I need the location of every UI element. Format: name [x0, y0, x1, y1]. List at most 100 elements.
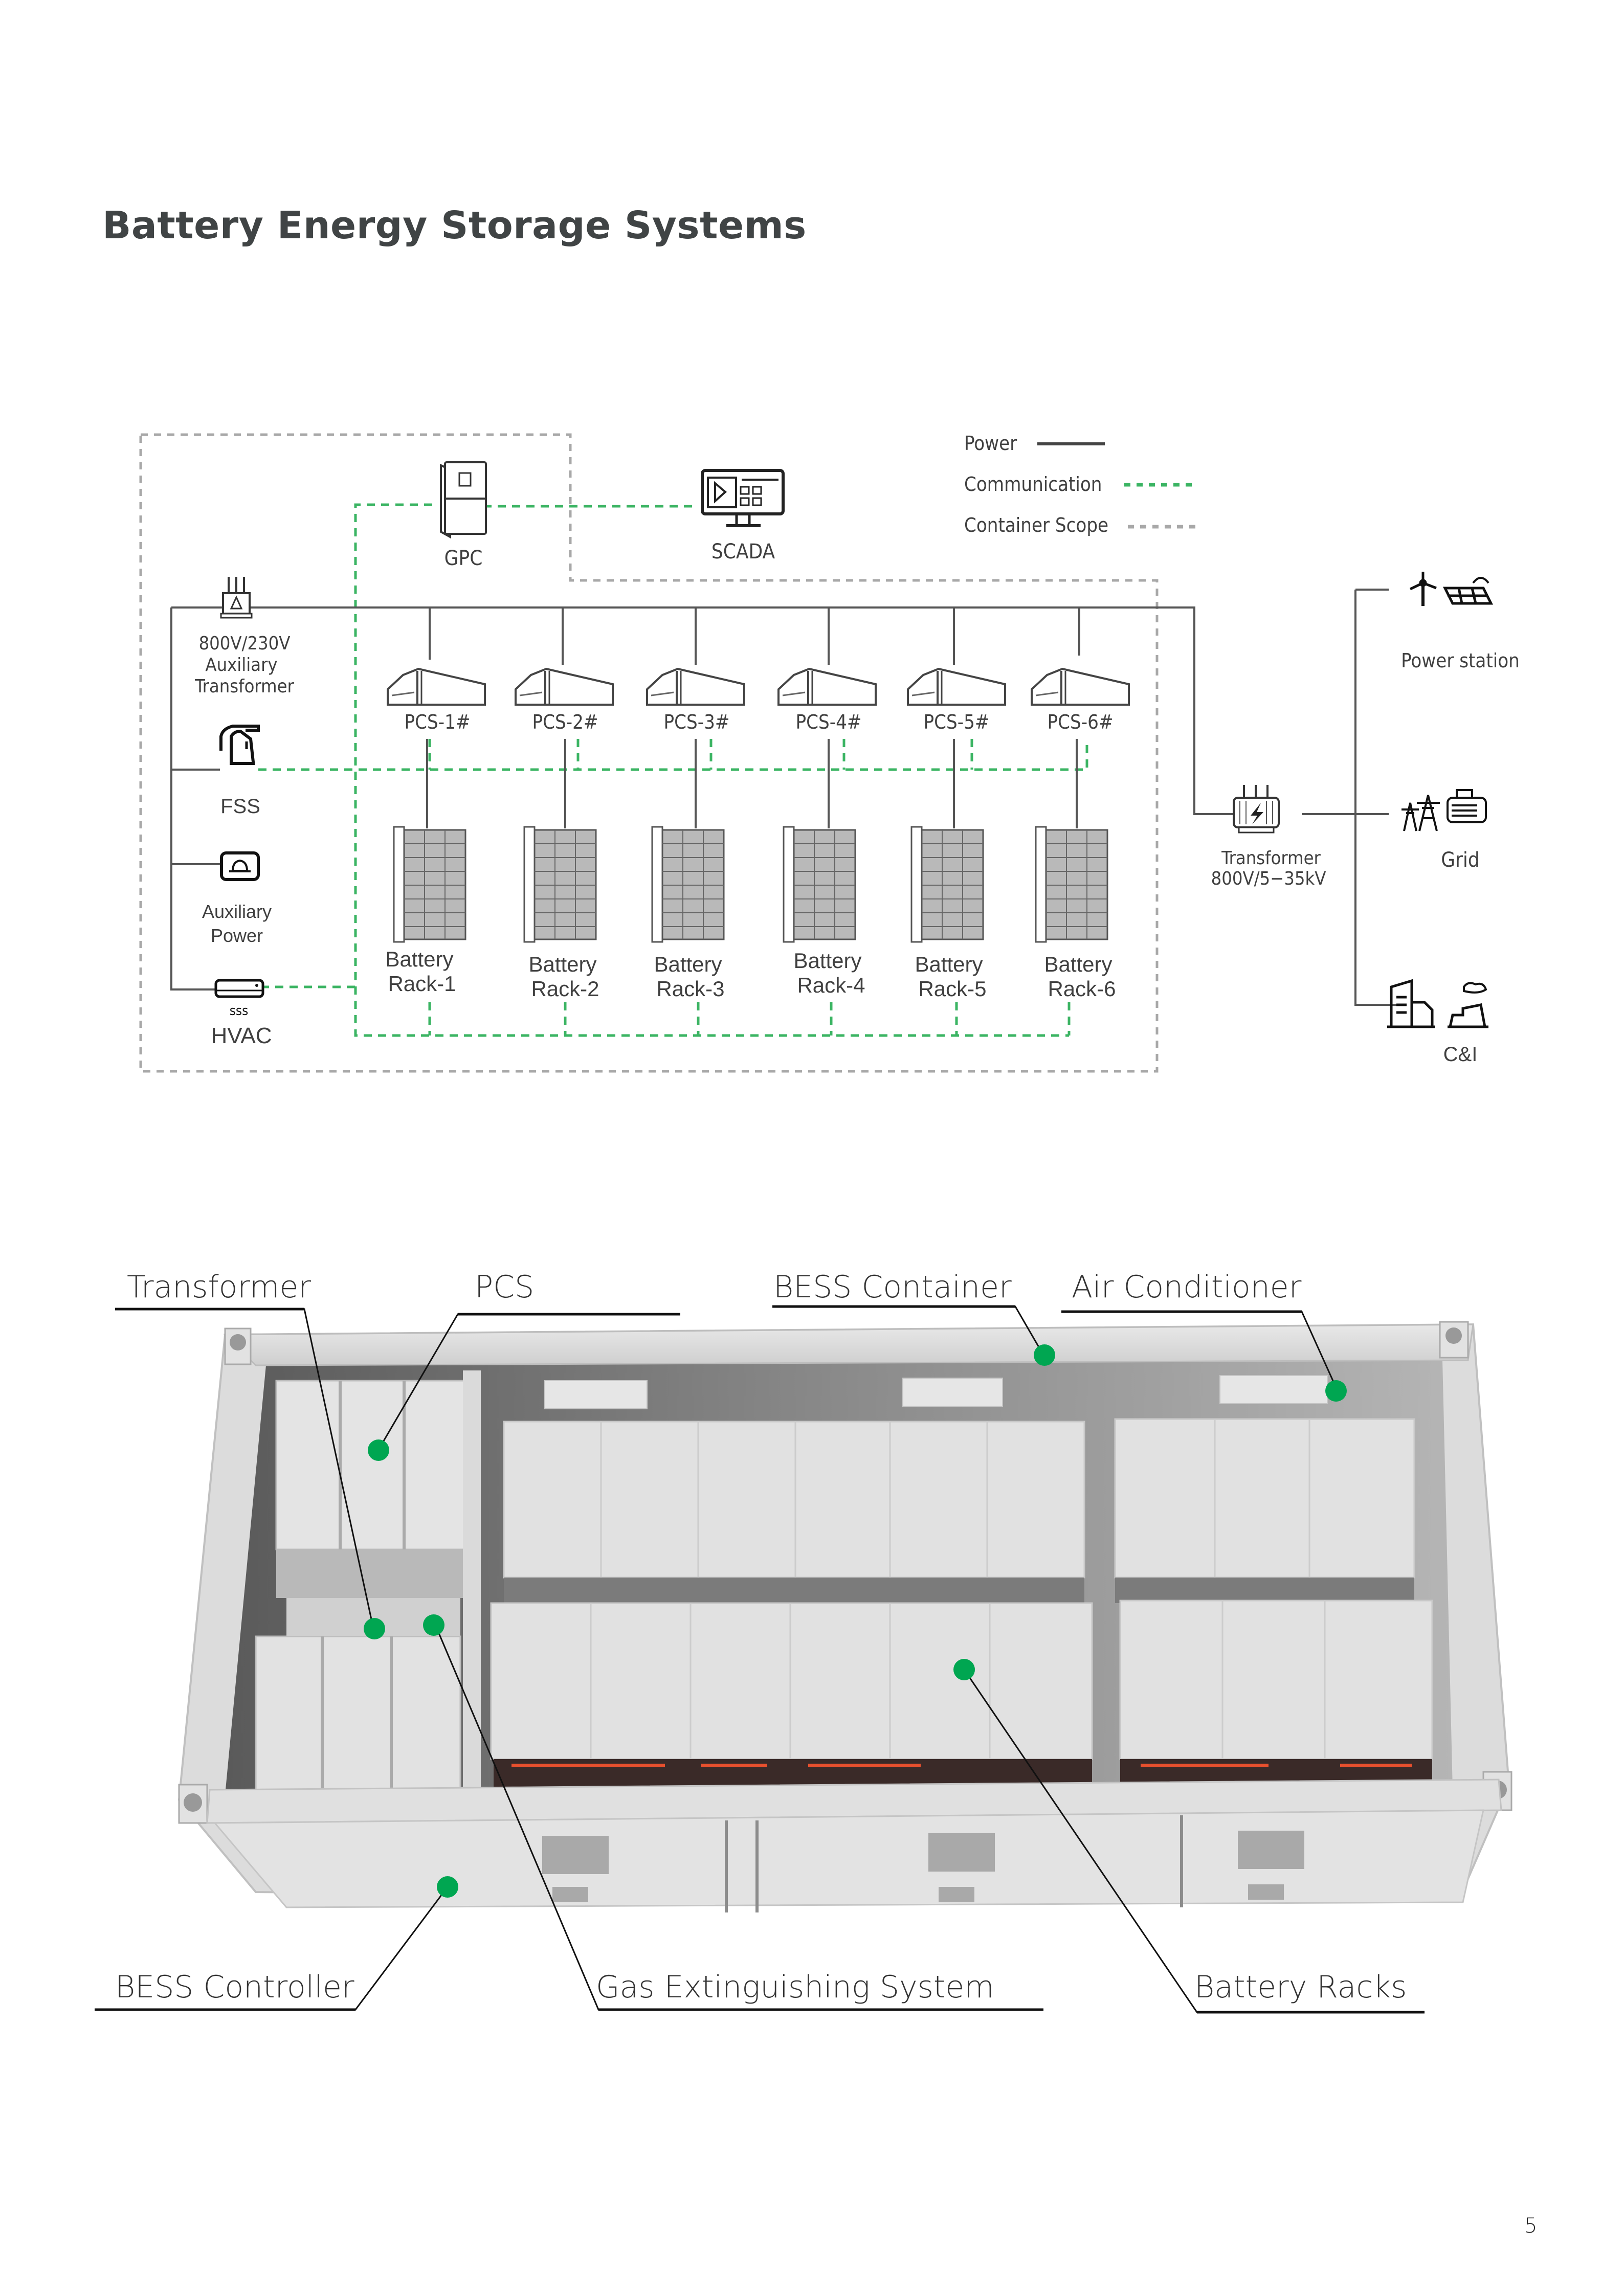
pcs-unit-3: PCS-3#	[646, 668, 745, 733]
pcs-row: PCS-1# PCS-2# PCS-3# PCS-4# PCS-5# PCS-6…	[387, 668, 1130, 733]
ci-label: C&I	[1443, 1043, 1478, 1066]
rack-label-2: Rack-4	[797, 973, 865, 997]
air-conditioner-marker[interactable]	[1325, 1380, 1347, 1402]
gas-extinguishing-marker[interactable]	[423, 1614, 444, 1636]
legend-power-label: Power	[964, 432, 1017, 455]
fss-label: FSS	[220, 795, 260, 818]
inverter-icon	[777, 668, 877, 706]
pcs-unit-6: PCS-6#	[1031, 668, 1130, 733]
battery-rack-icon	[910, 826, 984, 943]
pcs-label: PCS-1#	[405, 711, 471, 733]
main-transformer-node: Transformer 800V/5−35kV	[1211, 785, 1326, 889]
inverter-icon	[907, 668, 1006, 706]
transformer-marker[interactable]	[364, 1618, 385, 1639]
page-title: Battery Energy Storage Systems	[102, 204, 807, 247]
battery-rack-icon	[651, 826, 725, 943]
battery-rack-icon	[523, 826, 597, 943]
battery-rack-icon	[1035, 826, 1108, 943]
aux-transformer-label-1: Auxiliary	[205, 655, 277, 676]
power-station-label: Power station	[1401, 649, 1520, 672]
pcs-unit-2: PCS-2#	[515, 668, 614, 733]
container-scope-boundary	[139, 433, 1159, 1073]
battery-racks-marker[interactable]	[953, 1659, 975, 1680]
pcs-label: PCS-5#	[924, 711, 990, 733]
aux-power-label-1: Auxiliary	[202, 901, 272, 922]
transformer-icon	[1233, 785, 1280, 834]
power-lines	[170, 589, 1396, 1006]
building-factory-icon	[1387, 979, 1488, 1028]
svg-text:ꜱꜱꜱ: ꜱꜱꜱ	[230, 1003, 249, 1019]
bell-icon	[220, 851, 260, 881]
pcs-label: PCS-4#	[796, 711, 862, 733]
callout-dots	[364, 1344, 1347, 1898]
pcs-label: PCS-2#	[532, 711, 598, 733]
pcs-marker[interactable]	[368, 1439, 389, 1461]
rack-label-1: Battery	[385, 947, 453, 971]
main-transformer-voltage: 800V/5−35kV	[1211, 868, 1326, 889]
container-body	[177, 1321, 1512, 1912]
transformer-icon	[220, 577, 253, 619]
callout-transformer: Transformer	[127, 1269, 311, 1305]
control-cabinet-icon	[440, 461, 487, 539]
output-grid: Grid	[1401, 789, 1487, 872]
monitor-icon	[701, 469, 785, 527]
bess-container-marker[interactable]	[1034, 1344, 1055, 1366]
air-conditioner-unit	[902, 1378, 1003, 1407]
rack-label-2: Rack-2	[531, 977, 599, 1001]
callout-battery-racks: Battery Racks	[1194, 1969, 1407, 2005]
scada-node: SCADA	[701, 469, 785, 564]
page-number: 5	[1524, 2214, 1538, 2238]
grid-label: Grid	[1441, 848, 1480, 872]
main-transformer-label: Transformer	[1221, 848, 1321, 869]
pcs-label: PCS-6#	[1048, 711, 1114, 733]
aux-power-label-2: Power	[211, 925, 263, 946]
scada-label: SCADA	[711, 540, 775, 564]
callout-gas-extinguishing-system: Gas Extinguishing System	[596, 1969, 994, 2005]
air-conditioner-unit	[1219, 1375, 1328, 1404]
fss-node: FSS	[219, 725, 260, 818]
legend-container-scope-label: Container Scope	[964, 514, 1108, 536]
callout-pcs: PCS	[475, 1269, 534, 1305]
pcs-unit-4: PCS-4#	[777, 668, 877, 733]
battery-racks	[490, 1418, 1433, 1787]
pcs-label: PCS-3#	[664, 711, 730, 733]
bess-controller-marker[interactable]	[437, 1876, 458, 1898]
transmission-tower-icon	[1401, 789, 1487, 831]
callout-air-conditioner: Air Conditioner	[1072, 1269, 1302, 1305]
wind-solar-icon	[1409, 572, 1494, 606]
gpc-node: GPC	[440, 461, 487, 570]
inverter-icon	[646, 668, 745, 706]
legend: Power Communication Container Scope	[964, 432, 1197, 536]
callout-lines	[95, 1305, 1425, 2014]
communication-lines	[258, 503, 1088, 1037]
rack-label-1: Battery	[1044, 952, 1112, 976]
system-architecture-diagram: Power Communication Container Scope GPC	[139, 432, 1520, 1073]
inverter-icon	[515, 668, 614, 706]
callout-bess-container: BESS Container	[773, 1269, 1012, 1305]
gpc-label: GPC	[444, 547, 483, 570]
rack-label-2: Rack-1	[388, 972, 456, 996]
output-power-station: Power station	[1401, 572, 1520, 672]
inverter-icon	[1031, 668, 1130, 706]
rack-label-1: Battery	[915, 952, 983, 976]
pcs-unit-5: PCS-5#	[907, 668, 1006, 733]
hvac-label: HVAC	[211, 1023, 272, 1048]
rack-label-1: Battery	[793, 949, 861, 973]
callout-labels: Transformer PCS BESS Container Air Condi…	[115, 1269, 1407, 2005]
air-conditioner-unit	[544, 1380, 648, 1409]
battery-rack-icon	[783, 826, 856, 943]
rack-label-2: Rack-3	[656, 977, 724, 1001]
legend-communication-label: Communication	[964, 473, 1102, 496]
aux-transformer-node: 800V/230V Auxiliary Transformer	[194, 577, 295, 697]
rack-label-2: Rack-6	[1048, 977, 1116, 1001]
pcs-unit-1: PCS-1#	[387, 668, 486, 733]
output-ci: C&I	[1387, 979, 1488, 1066]
battery-rack-icon	[393, 826, 466, 943]
inverter-icon	[387, 668, 486, 706]
air-conditioner-icon: ꜱꜱꜱ	[214, 979, 264, 1019]
